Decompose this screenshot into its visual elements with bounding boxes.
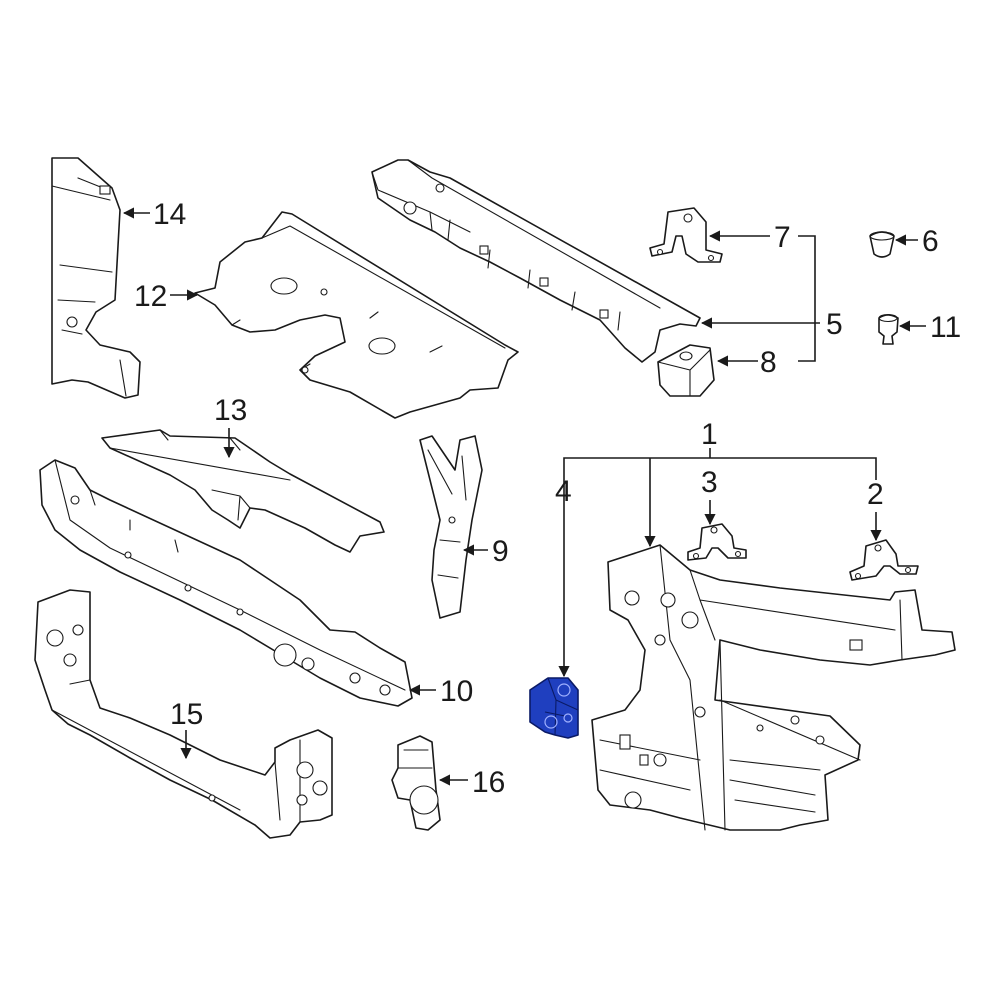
- callout-11: 11: [930, 311, 961, 344]
- callout-3: 3: [701, 466, 718, 499]
- part-2-bracket[interactable]: [849, 539, 919, 581]
- part-1-radiator-support[interactable]: [591, 544, 956, 831]
- part-12-cover-panel[interactable]: [194, 211, 519, 419]
- part-15-lower-bar[interactable]: [34, 589, 333, 839]
- part-13-seal[interactable]: [101, 429, 385, 553]
- callout-13: 13: [214, 394, 247, 427]
- callout-9: 9: [492, 535, 509, 568]
- callout-12: 12: [134, 280, 167, 313]
- callout-10: 10: [440, 675, 473, 708]
- part-8-block[interactable]: [657, 344, 715, 397]
- callout-14: 14: [153, 198, 186, 231]
- callout-16: 16: [472, 766, 505, 799]
- callout-2: 2: [867, 478, 884, 511]
- leader-5-bracket: [798, 235, 816, 362]
- part-14-air-guide[interactable]: [51, 157, 141, 399]
- leader-lines: [122, 207, 926, 786]
- leader-1-bar: [563, 457, 877, 510]
- callout-5: 5: [826, 308, 843, 341]
- part-5-upper-tie-bar[interactable]: [371, 159, 701, 363]
- callout-15: 15: [170, 698, 203, 731]
- callout-labels: 14 12 7 5 8 6 11 13 9 10 15 16 1 4 3 2: [134, 198, 961, 799]
- part-10-lower-tie-bar[interactable]: [39, 459, 413, 707]
- part-4-highlighted-bracket[interactable]: [529, 677, 579, 739]
- callout-6: 6: [922, 225, 939, 258]
- part-6-clip[interactable]: [869, 231, 895, 258]
- callout-4: 4: [555, 475, 572, 508]
- part-16-small-bracket[interactable]: [391, 735, 441, 831]
- part-3-bracket[interactable]: [687, 523, 747, 561]
- callout-8: 8: [760, 346, 777, 379]
- callout-1: 1: [701, 418, 718, 451]
- part-9-brace[interactable]: [419, 435, 483, 619]
- part-7-bracket[interactable]: [649, 207, 723, 263]
- part-11-bolt[interactable]: [878, 313, 899, 345]
- callout-7: 7: [774, 221, 791, 254]
